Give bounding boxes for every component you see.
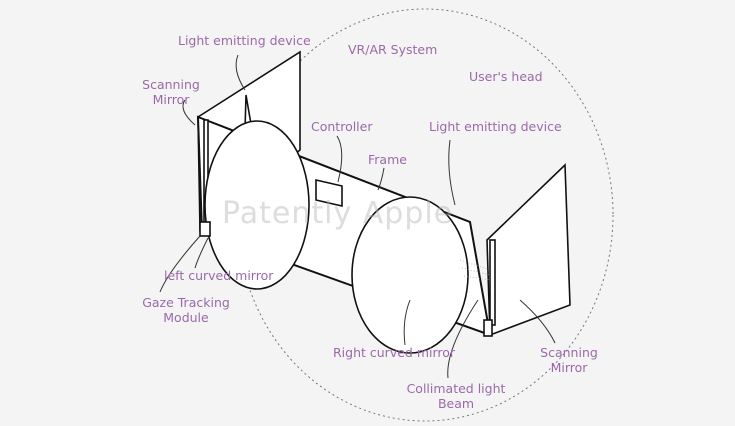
label-line: Mirror — [550, 360, 588, 375]
label-line: Scanning — [540, 345, 598, 360]
scanning-mirror-right-label: Scanning Mirror — [534, 345, 604, 375]
light-emitting-device-right-label: Light emitting device — [429, 119, 562, 134]
label-line: Scanning — [142, 77, 200, 92]
controller-box — [315, 178, 343, 208]
gaze-tracking-module-label: Gaze Tracking Module — [131, 295, 241, 325]
scanning-mirror-left-label: Scanning Mirror — [136, 77, 206, 107]
left-curved-mirror-label: left curved mirror — [164, 268, 274, 283]
right-curved-mirror-label: Right curved mirror — [333, 345, 456, 360]
right-wing-panel — [486, 163, 571, 337]
collimated-light-beam-label: Collimated light Beam — [406, 381, 506, 411]
label-line: Gaze Tracking — [142, 295, 230, 310]
light-emitting-device-left-label: Light emitting device — [178, 33, 311, 48]
watermark: Patently Apple — [222, 196, 454, 231]
frame-label: Frame — [368, 152, 407, 167]
label-line: Collimated light — [406, 381, 506, 396]
controller-label: Controller — [311, 119, 373, 134]
label-line: Module — [163, 310, 209, 325]
label-line: Mirror — [152, 92, 190, 107]
right-curved-mirror — [351, 196, 469, 354]
gaze-tracking-module — [199, 221, 211, 237]
label-line: Beam — [437, 396, 475, 411]
users-head-outline — [236, 8, 614, 422]
right-scanning-mirror — [489, 239, 496, 326]
right-sensor — [483, 319, 493, 337]
collimated-light-beam — [459, 259, 491, 281]
vr-ar-system-label: VR/AR System — [348, 42, 438, 57]
users-head-label: User's head — [469, 69, 543, 84]
left-curved-mirror — [204, 120, 310, 290]
